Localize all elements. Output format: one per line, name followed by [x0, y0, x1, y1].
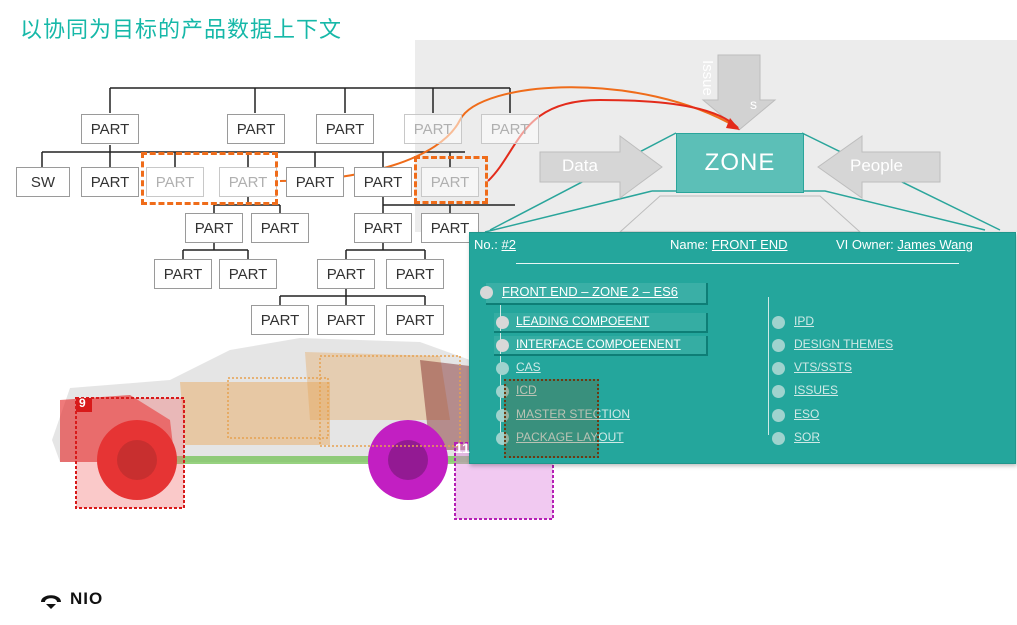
header-divider — [516, 263, 959, 264]
part-box: PART — [81, 167, 139, 197]
people-arrow-shape — [817, 135, 941, 199]
bullet-icon — [772, 385, 785, 398]
part-box: PART — [354, 213, 412, 243]
part-box: PART — [146, 167, 204, 197]
issue-arrow-shape — [701, 54, 777, 131]
data-arrow-shape — [539, 135, 663, 199]
nio-logo: NIO — [38, 588, 103, 610]
selection-box-right — [414, 156, 488, 204]
part-box: PART — [227, 114, 285, 144]
bullet-icon — [496, 316, 509, 329]
bullet-icon — [496, 339, 509, 352]
tree-connectors — [41, 87, 515, 305]
issue-label-suffix: s — [750, 96, 757, 112]
zone-box: ZONE — [676, 133, 804, 193]
zone-title-item[interactable]: FRONT END – ZONE 2 – ES6 — [480, 283, 708, 305]
part-box: PART — [219, 259, 277, 289]
issue-label: Issue — [699, 60, 716, 96]
zone-owner: VI Owner: James Wang — [836, 237, 973, 252]
part-box: PART — [386, 259, 444, 289]
zone-name: Name: FRONT END — [670, 237, 788, 252]
part-box: PART — [317, 305, 375, 335]
zone-number: No.: #2 — [474, 237, 516, 252]
part-box: PART — [386, 305, 444, 335]
page-title: 以协同为目标的产品数据上下文 — [20, 18, 343, 43]
zone-name-link[interactable]: FRONT END — [711, 237, 788, 252]
bullet-icon — [496, 362, 509, 375]
bullet-icon — [772, 316, 785, 329]
bullet-icon — [480, 286, 493, 299]
nio-wordmark: NIO — [70, 589, 104, 608]
sw-box: SW — [16, 167, 70, 197]
selection-box-left — [141, 152, 278, 205]
people-label: People — [850, 156, 903, 175]
part-box: PART — [81, 114, 139, 144]
part-box: PART — [286, 167, 344, 197]
bullet-icon — [772, 409, 785, 422]
part-box: PART — [404, 114, 462, 144]
part-box: PART — [317, 259, 375, 289]
part-box: PART — [251, 305, 309, 335]
icd-highlight — [504, 379, 599, 458]
part-box: PART — [219, 167, 277, 197]
zone-owner-link[interactable]: James Wang — [897, 237, 973, 252]
data-label: Data — [562, 156, 598, 175]
bullet-icon — [772, 339, 785, 352]
part-box: PART — [185, 213, 243, 243]
bullet-icon — [772, 362, 785, 375]
car-tag-rear: 11 — [455, 440, 470, 456]
right-branch-line — [768, 297, 769, 435]
car-illustration — [52, 338, 520, 500]
nio-logo-icon — [41, 595, 61, 609]
bullet-icon — [772, 432, 785, 445]
part-box: PART — [251, 213, 309, 243]
part-box: PART — [316, 114, 374, 144]
part-box: PART — [481, 114, 539, 144]
zone-card: No.: #2 Name: FRONT END VI Owner: James … — [469, 232, 1016, 464]
zone-number-link[interactable]: #2 — [501, 237, 516, 252]
car-tag-front: 9 — [79, 396, 86, 410]
part-box: PART — [154, 259, 212, 289]
part-box: PART — [354, 167, 412, 197]
part-box: PART — [421, 167, 479, 197]
